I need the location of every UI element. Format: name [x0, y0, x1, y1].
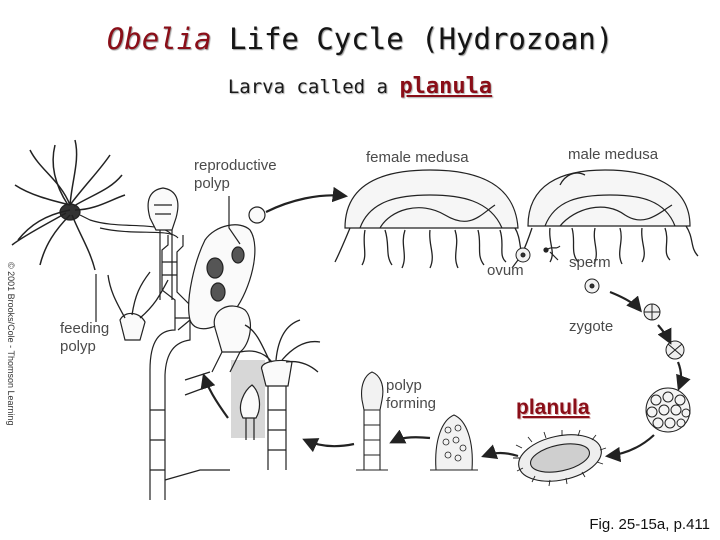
- zygote-cell: [584, 278, 600, 294]
- blastula: [645, 387, 691, 433]
- page-subtitle: Larva called a planula: [0, 74, 720, 99]
- leader-lines: [95, 196, 559, 322]
- subtitle-term: planula: [399, 74, 493, 99]
- female-medusa: [334, 169, 526, 269]
- settling-larva: [430, 414, 478, 471]
- label-feeding-polyp: feeding polyp: [60, 320, 110, 355]
- young-polyp: [356, 371, 388, 471]
- cleavage-stages: [643, 303, 685, 360]
- label-reproductive-polyp: reproductive polyp: [194, 157, 277, 192]
- ovum: [515, 247, 531, 263]
- sperm-cell: [543, 245, 561, 253]
- subtitle-prefix: Larva called a: [227, 76, 400, 98]
- label-planula: planula: [516, 396, 590, 419]
- cycle-arrows: [200, 186, 691, 463]
- label-polyp-forming: polyp forming: [386, 377, 437, 412]
- figure-reference: Fig. 25-15a, p.411: [589, 516, 710, 533]
- copyright-credit: © 2001 Brooks/Cole - Thomson Learning: [6, 262, 16, 426]
- label-sperm: sperm: [569, 254, 611, 271]
- obelia-colony: [11, 139, 321, 500]
- label-ovum: ovum: [487, 262, 524, 279]
- page-title: Obelia Life Cycle (Hydrozoan): [0, 22, 720, 56]
- label-female-medusa: female medusa: [366, 149, 469, 166]
- title-genus: Obelia: [106, 22, 212, 56]
- male-medusa: [519, 169, 699, 265]
- label-zygote: zygote: [569, 318, 614, 335]
- planula-larva: [513, 429, 607, 487]
- title-rest: Life Cycle (Hydrozoan): [211, 22, 614, 56]
- label-male-medusa: male medusa: [568, 146, 659, 163]
